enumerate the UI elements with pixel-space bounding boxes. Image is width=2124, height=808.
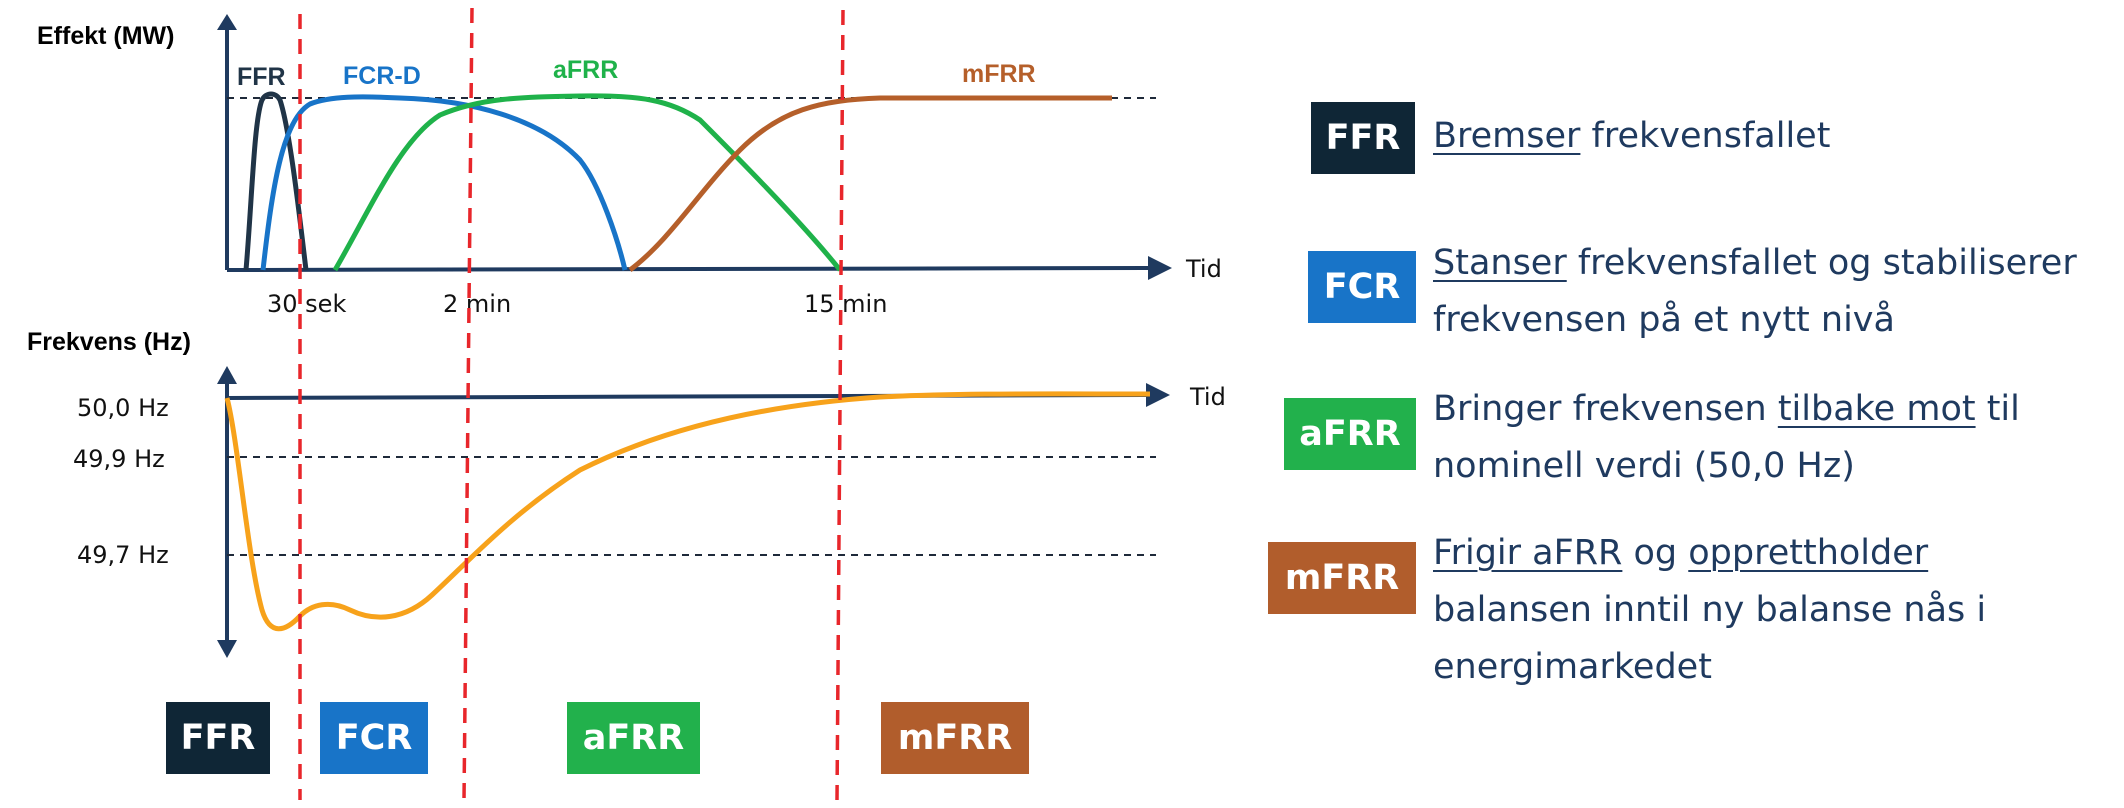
phase-badge-fcr: FCR	[320, 702, 428, 774]
tick-15-min: 15 min	[804, 290, 887, 318]
power-axis-label: Effekt (MW)	[37, 22, 174, 50]
tick-2-min: 2 min	[443, 290, 511, 318]
power-x-axis-arrow	[1148, 256, 1172, 280]
ffr-curve	[243, 91, 309, 271]
mfrr-curve-label: mFRR	[962, 60, 1036, 88]
legend-text-ffr: Bremser frekvensfallet	[1433, 116, 1831, 156]
frequency-y-axis-arrow-down	[217, 640, 237, 658]
frequency-axis-label: Frekvens (Hz)	[27, 328, 191, 356]
level-49-9-label: 49,9 Hz	[73, 445, 165, 473]
guide-2-min	[462, 7, 474, 801]
power-x-axis	[226, 266, 1153, 272]
legend-text-fcr: Stanser frekvensfallet og stabiliserer f…	[1433, 243, 2077, 340]
power-y-axis-arrow	[217, 14, 237, 30]
ffr-curve-label: FFR	[237, 63, 286, 91]
frequency-x-axis-arrow	[1146, 383, 1170, 407]
legend-text-mfrr: Frigir aFRR og opprettholder balansen in…	[1433, 533, 1987, 687]
legend-badge-ffr: FFR	[1311, 102, 1415, 174]
phase-badge-afrr: aFRR	[567, 702, 700, 774]
legend-badge-mfrr: mFRR	[1268, 542, 1416, 614]
mfrr-curve	[628, 95, 1112, 272]
phase-badge-ffr: FFR	[166, 702, 270, 774]
power-x-axis-label: Tid	[1185, 255, 1222, 283]
legend-badge-afrr: aFRR	[1284, 398, 1416, 470]
guide-15-min	[835, 9, 845, 801]
frequency-y-axis-arrow-up	[217, 366, 237, 384]
legend-badge-fcr: FCR	[1308, 251, 1416, 323]
legend-text-afrr: Bringer frekvensen tilbake mot til nomin…	[1433, 389, 2020, 486]
level-50-0-label: 50,0 Hz	[77, 394, 169, 422]
afrr-curve	[332, 93, 842, 272]
frequency-curve	[224, 391, 1151, 632]
fcr-d-curve	[260, 94, 628, 271]
frequency-x-axis-label: Tid	[1189, 383, 1226, 411]
afrr-curve-label: aFRR	[553, 56, 618, 84]
fcr-d-curve-label: FCR-D	[343, 62, 421, 90]
phase-badge-mfrr: mFRR	[881, 702, 1029, 774]
level-49-7-label: 49,7 Hz	[77, 541, 169, 569]
tick-30-sek: 30 sek	[267, 290, 346, 318]
